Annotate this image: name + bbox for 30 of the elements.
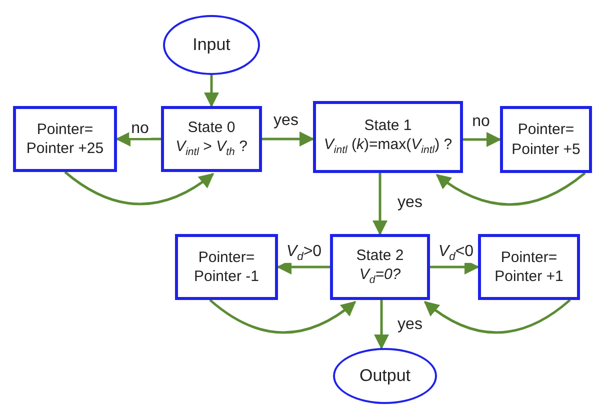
node-text: Pointer= Pointer +5	[510, 120, 582, 159]
process-box	[161, 106, 262, 172]
arrow	[374, 300, 389, 350]
condition-text: V$_{d}$=0?	[359, 265, 401, 288]
node-text: Output	[359, 364, 411, 387]
arrow	[116, 132, 161, 146]
edge-label: V$_{d}$>0	[284, 242, 324, 264]
node-text: Pointer= Pointer +1	[494, 248, 564, 286]
node-text: State 0	[188, 118, 236, 138]
node-text: State 1	[364, 116, 412, 136]
process-box	[175, 234, 278, 300]
process-box	[500, 106, 592, 173]
arrow	[209, 299, 356, 334]
arrow	[64, 171, 214, 206]
node-text: Pointer= Pointer +25	[25, 120, 105, 158]
condition-text: V$_{intl}$ > V$_{th}$ ?	[176, 137, 248, 160]
process-box	[478, 234, 580, 300]
process-box	[330, 234, 430, 300]
arrow	[372, 173, 388, 236]
arrow	[436, 172, 586, 206]
process-box	[13, 106, 117, 172]
node-text: State 2	[356, 246, 404, 266]
arrow	[424, 299, 571, 334]
process-box	[313, 101, 463, 173]
node-text: Pointer= Pointer -1	[192, 248, 260, 286]
arrow	[262, 132, 314, 146]
arrow	[463, 132, 502, 147]
condition-text: V$_{intl}$ (k)=max(V$_{intl}$) ?	[324, 135, 452, 158]
arrow	[204, 75, 219, 108]
node-text: Input	[192, 34, 230, 56]
